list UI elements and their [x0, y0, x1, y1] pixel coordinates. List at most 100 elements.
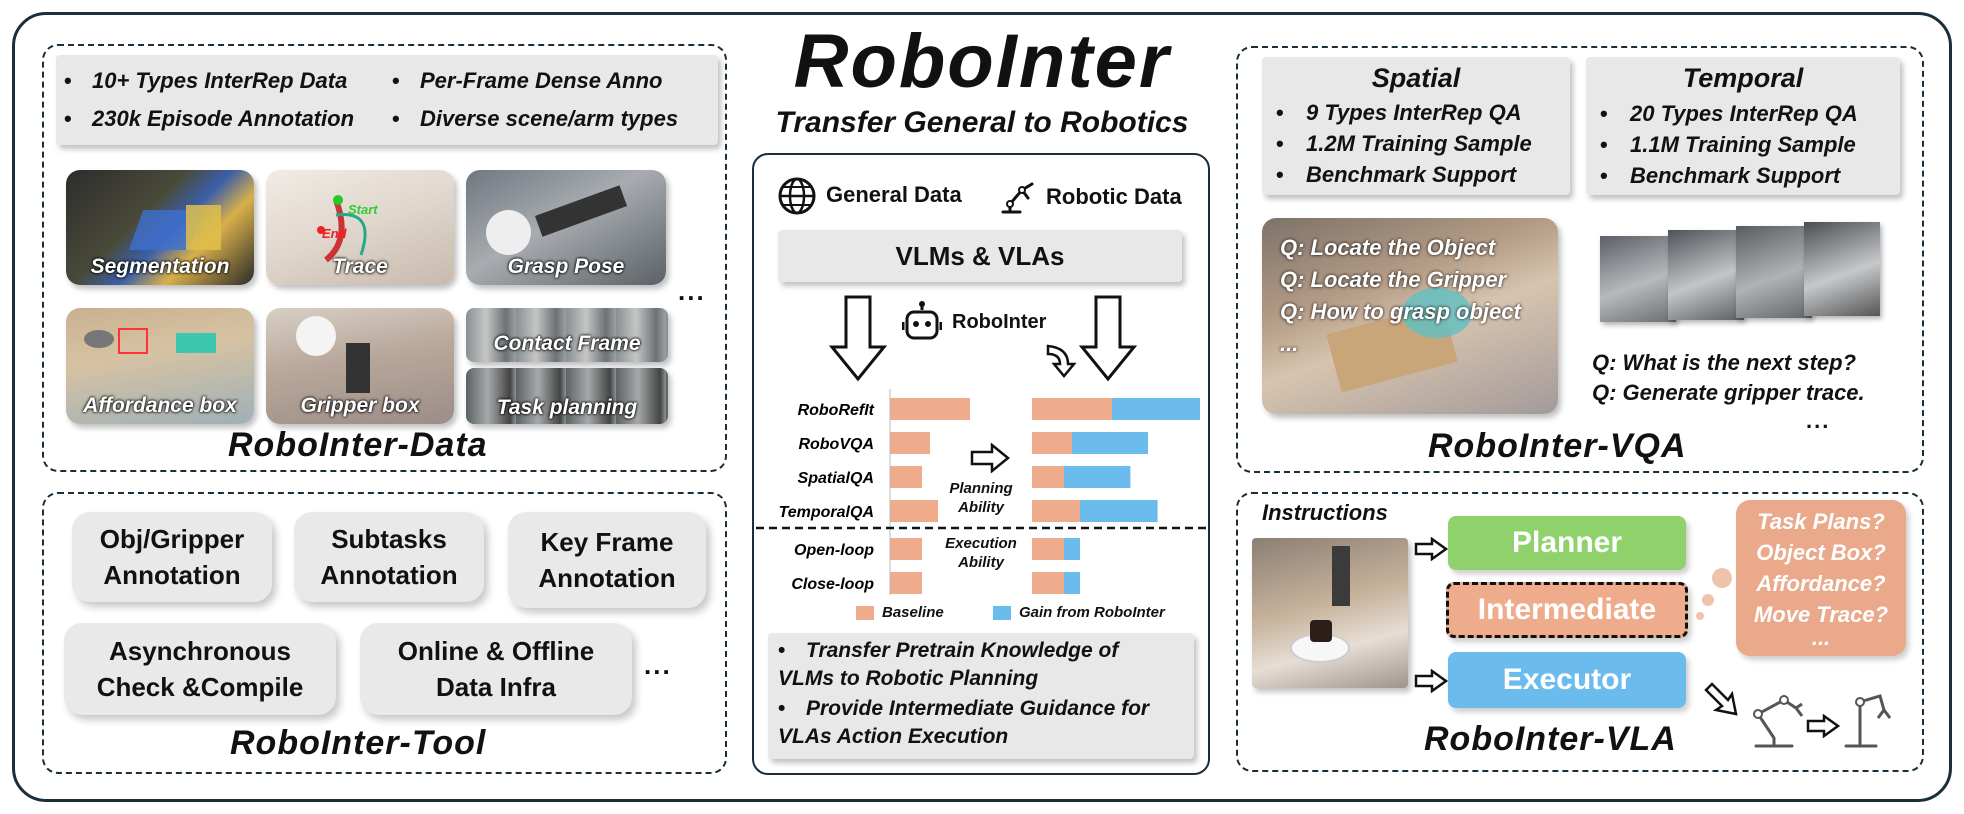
planning-ability-label: Planning Ability	[949, 480, 1013, 516]
gain-bar	[1112, 398, 1200, 420]
execution-ability-label: Execution Ability	[945, 535, 1017, 571]
vqa-section	[1236, 46, 1924, 473]
vqa-section-title: RoboInter-VQA	[1428, 427, 1687, 465]
thought-bubble	[1712, 568, 1732, 588]
pill-line: Annotation	[538, 563, 676, 593]
stacked-baseline-bar	[1032, 398, 1112, 420]
spatial-question: ...	[1280, 331, 1299, 356]
trace-end-label: End	[322, 226, 347, 241]
robotic-data-label: Robotic Data	[1046, 184, 1182, 209]
robot-arm-icon	[1753, 695, 1804, 748]
spatial-question: Q: Locate the Gripper	[1280, 267, 1507, 292]
temporal-question: Q: Generate gripper trace.	[1592, 380, 1865, 405]
image-label: Task planning	[496, 396, 638, 419]
down-arrow-icon	[1078, 295, 1138, 382]
globe-icon	[778, 177, 816, 215]
stacked-baseline-bar	[1032, 466, 1064, 488]
intermediate-block: Intermediate	[1446, 582, 1688, 638]
gain-bar	[1064, 538, 1080, 560]
data-features-box: •10+ Types InterRep Data •Per-Frame Dens…	[56, 55, 718, 145]
feature-text: 230k Episode Annotation	[92, 106, 355, 131]
category-label: SpatialQA	[798, 470, 874, 487]
baseline-bar	[890, 538, 922, 560]
down-right-arrow-icon	[1704, 682, 1738, 716]
stacked-baseline-bar	[1032, 432, 1072, 454]
temporal-box: Temporal •20 Types InterRep QA •1.1M Tra…	[1586, 57, 1900, 195]
robot-icon	[902, 301, 942, 340]
category-label: RoboVQA	[798, 436, 874, 453]
spatial-title: Spatial	[1371, 63, 1461, 93]
main-title: RoboInter	[793, 19, 1171, 104]
robot-arm-icon	[1844, 694, 1892, 748]
vla-scene-image	[1252, 538, 1408, 688]
center-panel	[752, 153, 1210, 775]
vla-section-title: RoboInter-VLA	[1424, 720, 1677, 758]
feature-text: 10+ Types InterRep Data	[92, 68, 348, 93]
gain-bar	[1080, 500, 1158, 522]
baseline-bar	[890, 398, 970, 420]
stacked-baseline-bar	[1032, 500, 1080, 522]
image-label: Grasp Pose	[507, 255, 625, 278]
image-label: Trace	[332, 255, 388, 278]
baseline-bar	[890, 572, 922, 594]
category-label: Open-loop	[794, 542, 874, 559]
spatial-item: 9 Types InterRep QA	[1306, 100, 1522, 125]
trace-start-label: Start	[348, 202, 378, 217]
question-item: Object Box?	[1756, 540, 1886, 565]
models-box: VLMs & VLAs	[778, 230, 1182, 282]
instructions-label: Instructions	[1262, 500, 1388, 525]
contact-frame-image: Contact Frame	[466, 308, 668, 362]
question-item: ...	[1811, 625, 1831, 650]
spatial-vqa-image	[1262, 218, 1558, 414]
trace-image: Start End Trace	[266, 170, 454, 285]
stacked-baseline-bar	[1032, 572, 1064, 594]
curved-arrow-icon	[1046, 344, 1077, 378]
temporal-item: 20 Types InterRep QA	[1630, 101, 1858, 126]
robot-arm-icon	[1001, 182, 1034, 214]
feature-text: Diverse scene/arm types	[420, 106, 679, 131]
gain-bar	[1064, 572, 1080, 594]
spatial-box: Spatial •9 Types InterRep QA •1.2M Train…	[1262, 57, 1570, 195]
temporal-item: 1.1M Training Sample	[1630, 132, 1856, 157]
temporal-frames-image	[1600, 222, 1900, 332]
more-indicator: ...	[644, 650, 672, 680]
pill-line: Online & Offline	[397, 636, 595, 666]
intermediate-questions-box: Task Plans? Object Box? Affordance? Move…	[1736, 500, 1906, 656]
subtitle: Transfer General to Robotics	[775, 106, 1189, 139]
gain-bar	[1072, 432, 1148, 454]
baseline-bar	[890, 466, 922, 488]
affordance-box-image: Affordance box	[66, 308, 254, 424]
center-bullet: Transfer Pretrain Knowledge of VLMs to R…	[778, 639, 1119, 690]
image-label: Segmentation	[90, 255, 230, 278]
spatial-item: Benchmark Support	[1306, 162, 1517, 187]
general-data-label: General Data	[826, 182, 962, 207]
pill-line: Subtasks	[331, 524, 447, 554]
data-section	[42, 44, 727, 472]
feature-text: Per-Frame Dense Anno	[420, 68, 663, 93]
category-label: TemporalQA	[779, 504, 874, 521]
planner-block: Planner	[1448, 516, 1686, 570]
right-arrow-icon	[1414, 537, 1448, 561]
baseline-bar	[890, 432, 930, 454]
stacked-baseline-bar	[1032, 538, 1064, 560]
legend-gain-swatch	[993, 606, 1011, 620]
pill-line: Check &Compile	[96, 672, 304, 702]
spatial-question: Q: Locate the Object	[1280, 235, 1496, 260]
category-label: RoboRefIt	[798, 402, 875, 419]
pill-line: Asynchronous	[108, 636, 291, 666]
spatial-question: Q: How to grasp object	[1280, 299, 1521, 324]
data-section-title: RoboInter-Data	[228, 426, 488, 464]
baseline-bar	[890, 500, 938, 522]
image-label: Contact Frame	[493, 332, 641, 355]
task-planning-image: Task planning	[466, 368, 668, 424]
temporal-title: Temporal	[1682, 63, 1804, 93]
question-item: Task Plans?	[1757, 509, 1885, 534]
pill-line: Obj/Gripper	[99, 524, 245, 554]
gripper-box-image: Gripper box	[266, 308, 454, 424]
image-label: Affordance box	[83, 394, 237, 417]
